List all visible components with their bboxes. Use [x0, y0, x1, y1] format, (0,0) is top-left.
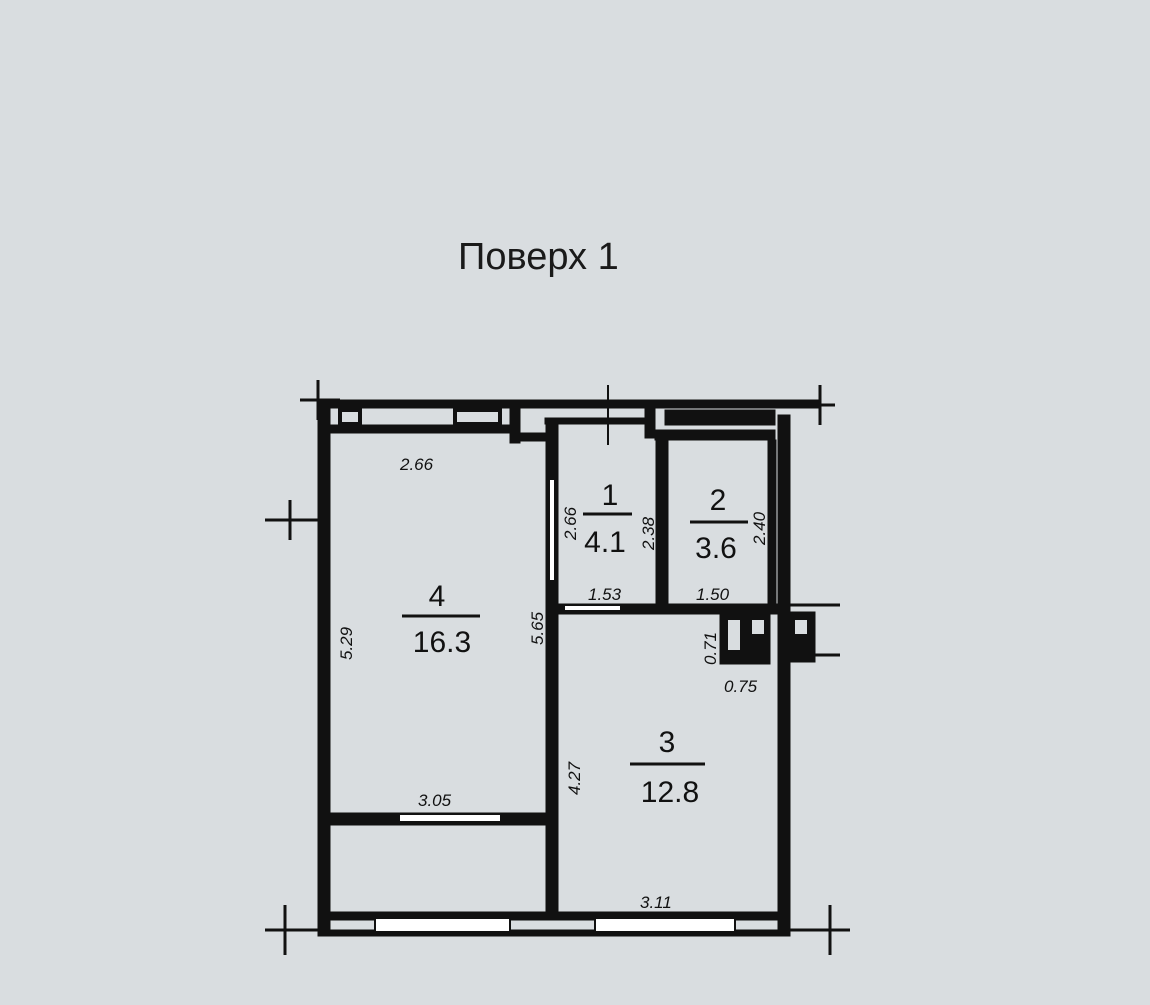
room-1-area: 4.1 — [584, 526, 626, 559]
dim-room3-left: 4.27 — [565, 761, 584, 795]
dim-room4-bottom: 3.05 — [418, 791, 452, 810]
dim-duct-height: 0.71 — [701, 632, 720, 665]
dim-room1-bottom: 1.53 — [588, 585, 622, 604]
room-2-area: 3.6 — [695, 532, 737, 565]
dim-room1-right: 2.38 — [639, 516, 658, 551]
dim-room4-top: 2.66 — [399, 455, 434, 474]
dimensions: 2.66 5.29 5.65 3.05 2.66 2.38 1.53 2.40 … — [337, 455, 769, 912]
room-4-number: 4 — [429, 580, 446, 613]
dim-room4-right: 5.65 — [528, 611, 547, 645]
room-4-area: 16.3 — [413, 626, 471, 659]
room-2-number: 2 — [710, 484, 727, 517]
dim-room2-bottom: 1.50 — [696, 585, 730, 604]
axis-markers — [265, 380, 850, 955]
floor-title: Поверх 1 — [458, 236, 619, 278]
walls — [317, 399, 821, 937]
dim-room4-left: 5.29 — [337, 626, 356, 660]
dim-duct-width: 0.75 — [724, 677, 758, 696]
room-labels: 4 16.3 1 4.1 2 3.6 3 12.8 — [402, 479, 748, 809]
dim-room2-right: 2.40 — [750, 511, 769, 546]
dim-room1-left: 2.66 — [561, 506, 580, 541]
room-3-area: 12.8 — [641, 776, 699, 809]
dim-room3-bottom: 3.11 — [640, 893, 672, 912]
room-1-number: 1 — [602, 479, 619, 512]
room-3-number: 3 — [659, 726, 676, 759]
